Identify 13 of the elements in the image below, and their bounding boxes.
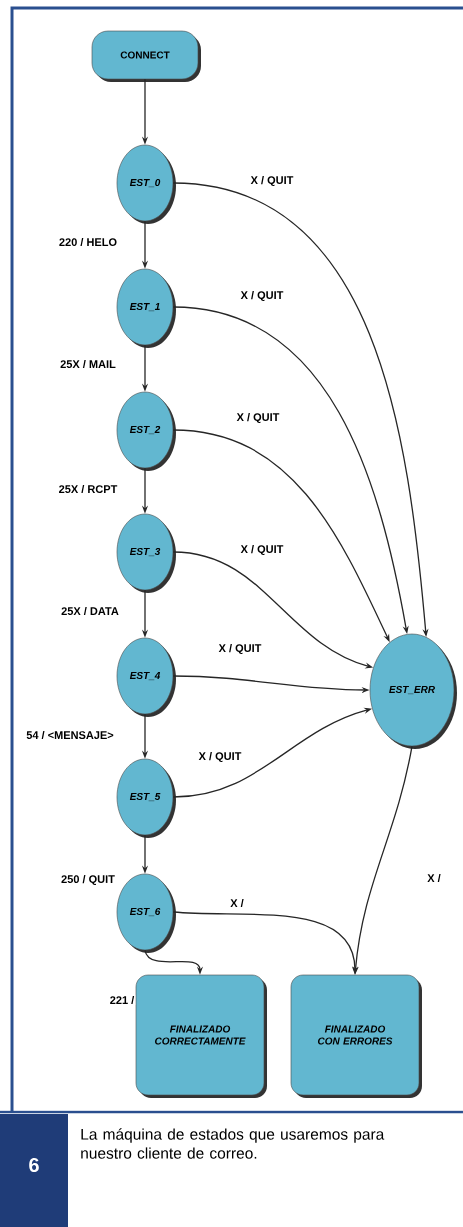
edge-label: X / (426, 872, 442, 884)
edge-label: X / (229, 897, 245, 909)
edge-label: 25X / RCPT (57, 483, 119, 495)
edge-label: 220 / HELO (57, 236, 119, 248)
final-state-box: FINALIZADO CORRECTAMENTE (135, 974, 267, 1098)
final-state-box: FINALIZADO CON ERRORES (290, 974, 422, 1098)
edge-label: 25X / MAIL (59, 358, 117, 370)
figure-number: 6 (0, 1114, 68, 1227)
start-box: CONNECT (91, 30, 201, 82)
edge-label: 25X / DATA (60, 605, 120, 617)
edge-label: 54 / <MENSAJE> (25, 729, 115, 741)
edge-label: 221 / (108, 994, 136, 1006)
caption: La máquina de estados que usaremos para nuestro cliente de correo. (81, 1128, 385, 1159)
